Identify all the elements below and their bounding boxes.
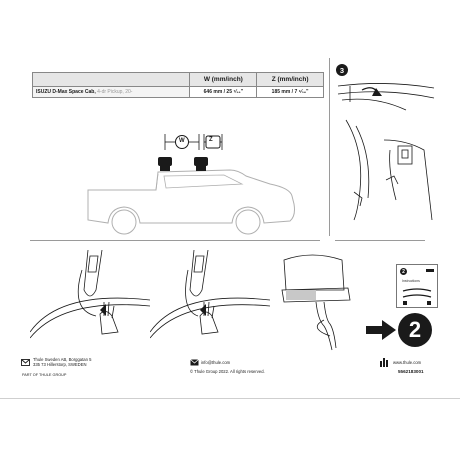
email-link[interactable]: info@thule.com xyxy=(201,360,231,365)
table-header-z: Z (mm/inch) xyxy=(256,72,324,87)
door-seal-illustration xyxy=(281,254,351,351)
vehicle-type: 4-dr Pickup, 20- xyxy=(97,89,133,95)
card-label: Instructions xyxy=(402,279,420,283)
email-icon xyxy=(190,359,199,366)
install-hand-illustration-2 xyxy=(150,250,270,339)
vertical-divider xyxy=(329,58,330,236)
fit-table: W (mm/inch) Z (mm/inch) ISUZU D-Max Spac… xyxy=(31,72,324,98)
next-arrow-icon xyxy=(366,320,396,340)
truck-side-view-diagram xyxy=(87,134,295,235)
table-header-vehicle xyxy=(31,72,191,87)
thule-group-label: PART OF THULE GROUP xyxy=(22,373,67,377)
horizontal-divider-left xyxy=(30,240,320,241)
vehicle-name: ISUZU D-Max Space Cab, xyxy=(36,89,96,95)
instruction-card-thumbnail: 2 Instructions xyxy=(396,264,438,308)
mail-icon xyxy=(21,359,30,366)
table-header-row: W (mm/inch) Z (mm/inch) xyxy=(31,72,324,87)
table-row: ISUZU D-Max Space Cab, 4-dr Pickup, 20- … xyxy=(31,86,324,98)
card-tag xyxy=(426,269,434,272)
table-header-w: W (mm/inch) xyxy=(189,72,258,87)
globe-icon xyxy=(380,358,388,367)
step-number-badge: 3 xyxy=(336,64,348,76)
company-name: Thule Sweden AB, Borggatan 5 xyxy=(33,357,92,362)
z-label-box xyxy=(205,135,221,149)
vehicle-cell: ISUZU D-Max Space Cab, 4-dr Pickup, 20- xyxy=(31,86,191,98)
horizontal-divider-right xyxy=(335,240,425,241)
card-step-badge: 2 xyxy=(400,268,407,275)
document-number: 5562183001 xyxy=(398,369,424,374)
install-hand-illustration-1 xyxy=(30,250,150,339)
next-step-badge: 2 xyxy=(398,313,432,347)
z-value-cell: 185 mm / 7 ⁵⁄₁₆" xyxy=(256,86,324,98)
bar-icon xyxy=(402,288,432,305)
page-bottom-rule xyxy=(0,398,460,399)
website-link[interactable]: www.thule.com xyxy=(393,360,422,365)
w-label-circle xyxy=(175,135,189,149)
company-address: 335 73 Hillerstorp, SWEDEN xyxy=(33,362,87,368)
copyright-text: © Thule Group 2022. All rights reserved. xyxy=(190,369,265,374)
company-address-block: Thule Sweden AB, Borggatan 5 335 73 Hill… xyxy=(33,357,91,368)
w-label: W xyxy=(179,138,185,144)
w-value-cell: 646 mm / 25 ⁷⁄₁₆" xyxy=(189,86,258,98)
door-frame-illustration xyxy=(337,83,435,221)
z-label: Z xyxy=(209,137,213,143)
